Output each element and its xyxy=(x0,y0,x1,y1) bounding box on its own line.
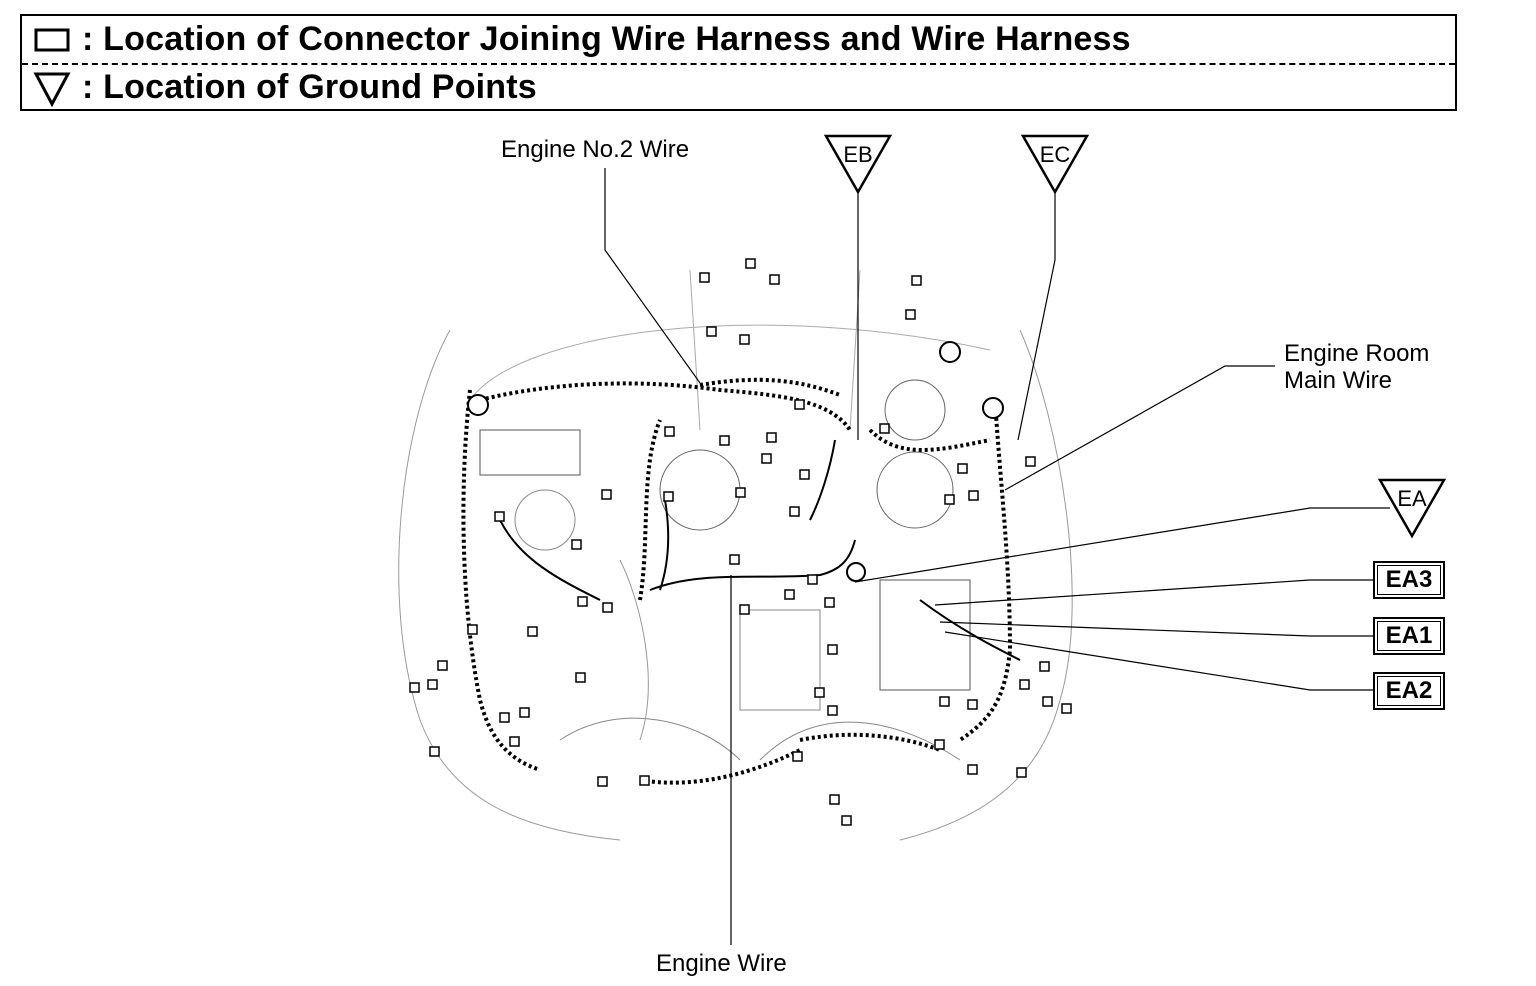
label-engine-no2-wire: Engine No.2 Wire xyxy=(501,136,690,163)
label-engine-wire: Engine Wire xyxy=(656,950,787,977)
connector-ea1: EA1 xyxy=(1373,617,1445,655)
ground-point-ea: EA xyxy=(1377,478,1447,539)
connector-ea2: EA2 xyxy=(1373,672,1445,710)
ground-symbol-icon xyxy=(22,64,82,111)
ground-point-eb-label: EB xyxy=(843,142,872,167)
ea3-leader xyxy=(934,579,1373,606)
connector-ea2-label: EA2 xyxy=(1385,677,1433,704)
connector-ea3-label: EA3 xyxy=(1385,566,1433,593)
ground-point-ec-label: EC xyxy=(1040,142,1071,167)
ground-point-ec: EC xyxy=(1020,134,1090,195)
ec-leader xyxy=(1017,192,1056,441)
connector-symbol-icon xyxy=(22,16,82,63)
legend-row-connector: : Location of Connector Joining Wire Har… xyxy=(22,16,1455,65)
ea2-leader xyxy=(944,631,1373,691)
ea-leader xyxy=(854,507,1390,583)
engine-room-main-leader xyxy=(1004,365,1275,491)
legend-connector-text: : Location of Connector Joining Wire Har… xyxy=(82,20,1131,58)
label-engine-room-main-line2: Main Wire xyxy=(1284,367,1393,394)
ea1-leader xyxy=(939,621,1373,637)
legend-row-ground: : Location of Ground Points xyxy=(22,64,1455,111)
legend-box: : Location of Connector Joining Wire Har… xyxy=(20,14,1457,111)
connector-ea1-label: EA1 xyxy=(1385,622,1433,649)
ground-point-eb: EB xyxy=(823,134,893,195)
connector-ea3: EA3 xyxy=(1373,561,1445,599)
legend-ground-text: : Location of Ground Points xyxy=(82,68,537,106)
label-engine-room-main-line1: Engine Room xyxy=(1284,340,1430,367)
ground-point-ea-label: EA xyxy=(1397,486,1427,511)
engine-no2-leader xyxy=(604,168,701,384)
